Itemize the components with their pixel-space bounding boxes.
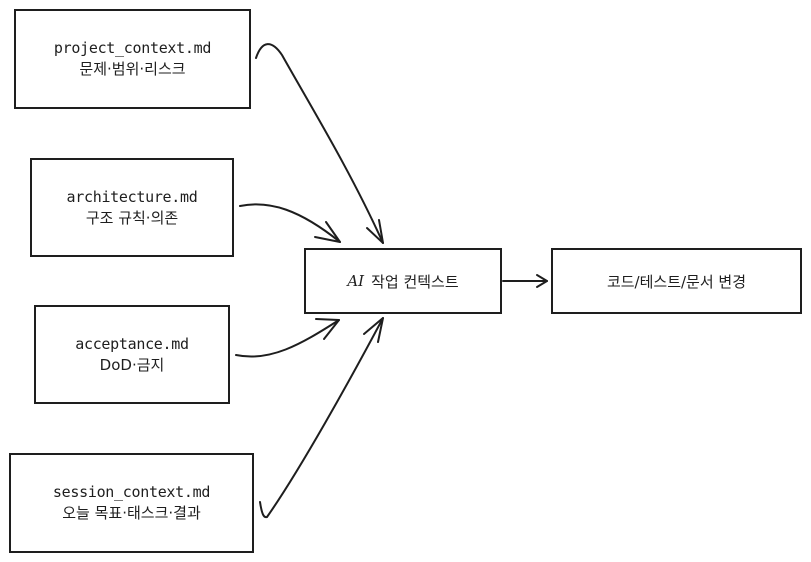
output-label: 코드/테스트/문서 변경 [606, 272, 747, 291]
source-filename: architecture.md [66, 187, 198, 206]
hub-label: 작업 컨텍스트 [371, 272, 459, 291]
source-box-acceptance[interactable]: acceptance.md DoD·금지 [34, 305, 230, 404]
arrow-session-to-ai [259, 317, 384, 519]
hub-box-ai-context[interactable]: AI 작업 컨텍스트 [304, 248, 502, 314]
source-box-architecture[interactable]: architecture.md 구조 규칙·의존 [30, 158, 234, 257]
arrow-architecture-to-ai [239, 203, 341, 243]
source-description: 문제·범위·리스크 [79, 60, 186, 78]
source-filename: acceptance.md [75, 334, 189, 353]
arrow-acceptance-to-ai [235, 319, 340, 358]
source-box-session-context[interactable]: session_context.md 오늘 목표·태스크·결과 [9, 453, 254, 553]
arrow-ai-to-output-head [536, 274, 548, 288]
source-filename: project_context.md [53, 39, 212, 57]
arrow-project-to-ai-head [366, 219, 384, 244]
source-description: 구조 규칙·의존 [85, 208, 179, 227]
output-box-changes[interactable]: 코드/테스트/문서 변경 [551, 248, 802, 314]
source-filename: session_context.md [52, 483, 211, 501]
arrow-project-to-ai [255, 43, 384, 244]
source-description: 오늘 목표·태스크·결과 [62, 504, 201, 522]
hub-prefix: AI [347, 272, 365, 290]
arrow-acceptance-to-ai-head [315, 318, 340, 340]
source-box-project-context[interactable]: project_context.md 문제·범위·리스크 [14, 9, 251, 109]
arrow-session-to-ai-head [363, 317, 384, 343]
source-description: DoD·금지 [99, 355, 165, 374]
arrow-architecture-to-ai-head [314, 221, 341, 243]
